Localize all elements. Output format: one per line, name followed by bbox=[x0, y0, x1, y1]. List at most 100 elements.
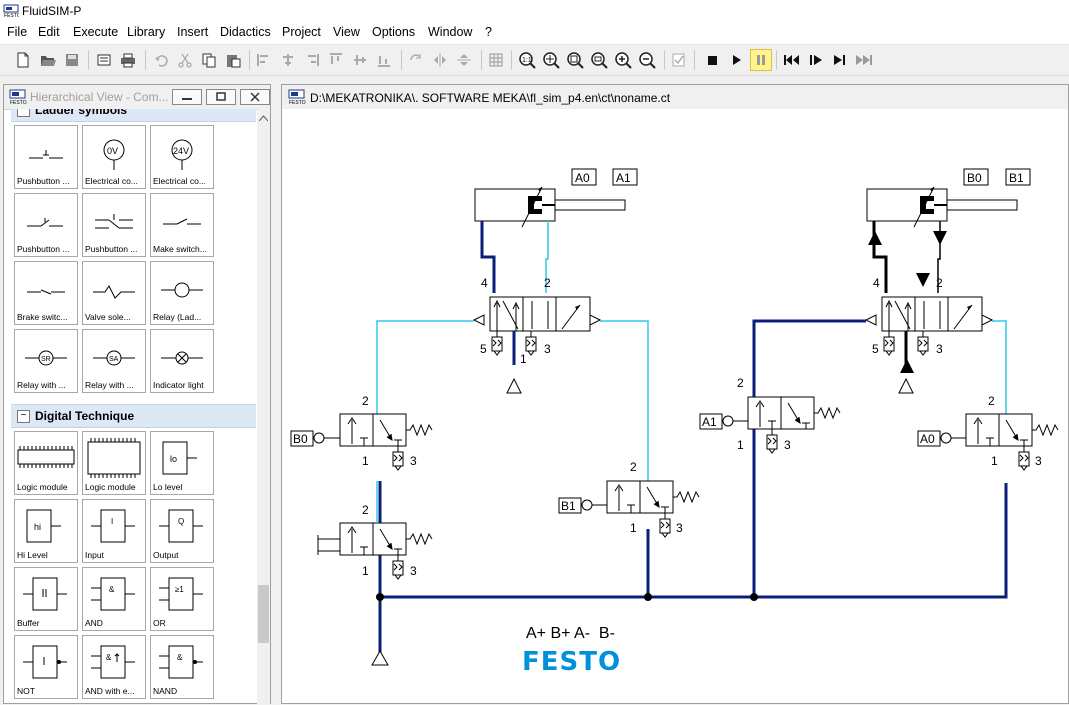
tile-pushbutton-3[interactable]: Pushbutton ... bbox=[82, 193, 146, 257]
cylinder-a[interactable] bbox=[474, 186, 626, 228]
align-center-icon[interactable] bbox=[277, 49, 299, 71]
roller-valve-a0[interactable] bbox=[965, 413, 1059, 447]
tile-and-with-edge[interactable]: & AND with e... bbox=[82, 635, 146, 699]
start-pushbutton-valve[interactable] bbox=[339, 522, 433, 556]
grid-icon[interactable] bbox=[485, 49, 507, 71]
tile-not[interactable]: NOT bbox=[14, 635, 78, 699]
sensor-label-a1-valve[interactable]: A1 bbox=[699, 413, 723, 430]
menu-didactics[interactable]: Didactics bbox=[220, 25, 271, 39]
zoom-actual-icon[interactable]: 1:1 bbox=[516, 49, 538, 71]
tile-pushbutton-1[interactable]: Pushbutton ... bbox=[14, 125, 78, 189]
group-digital-technique[interactable]: − Digital Technique bbox=[11, 404, 256, 428]
tile-logic-module-1[interactable]: Logic module bbox=[14, 431, 78, 495]
tile-valve-solenoid[interactable]: Valve sole... bbox=[82, 261, 146, 325]
svg-text:Q: Q bbox=[178, 517, 184, 526]
roller-valve-b0[interactable] bbox=[339, 413, 433, 447]
tile-logic-module-2[interactable]: Logic module bbox=[82, 431, 146, 495]
sensor-label-a0-valve[interactable]: A0 bbox=[917, 430, 941, 447]
align-right-icon[interactable] bbox=[301, 49, 323, 71]
paste-icon[interactable] bbox=[222, 49, 244, 71]
new-file-icon[interactable] bbox=[12, 49, 34, 71]
tile-input[interactable]: I Input bbox=[82, 499, 146, 563]
mirror-vertical-icon[interactable] bbox=[453, 49, 475, 71]
align-top-icon[interactable] bbox=[325, 49, 347, 71]
zoom-fit-icon[interactable] bbox=[540, 49, 562, 71]
close-button[interactable] bbox=[240, 89, 270, 105]
tile-output[interactable]: Q Output bbox=[150, 499, 214, 563]
roller-valve-a1[interactable] bbox=[747, 396, 841, 430]
menu-insert[interactable]: Insert bbox=[177, 25, 209, 39]
collapse-icon[interactable]: − bbox=[17, 410, 30, 423]
sensor-label-a1[interactable]: A1 bbox=[612, 168, 638, 186]
single-step-icon[interactable] bbox=[805, 49, 827, 71]
sensor-label-a0[interactable]: A0 bbox=[571, 168, 597, 186]
sensor-label-b0-valve[interactable]: B0 bbox=[290, 430, 314, 447]
reset-icon[interactable] bbox=[781, 49, 803, 71]
tile-brake-switch[interactable]: Brake switc... bbox=[14, 261, 78, 325]
zoom-previous-icon[interactable] bbox=[588, 49, 610, 71]
tile-pushbutton-2[interactable]: Pushbutton ... bbox=[14, 193, 78, 257]
menu-execute[interactable]: Execute bbox=[73, 25, 119, 39]
undo-icon[interactable] bbox=[150, 49, 172, 71]
align-left-icon[interactable] bbox=[253, 49, 275, 71]
zoom-window-icon[interactable] bbox=[564, 49, 586, 71]
tile-relay-sa[interactable]: SA Relay with ... bbox=[82, 329, 146, 393]
flow-arrow-icon bbox=[868, 231, 947, 245]
svg-text:2: 2 bbox=[630, 460, 637, 474]
collapse-icon[interactable]: − bbox=[17, 109, 30, 117]
zoom-in-icon[interactable] bbox=[612, 49, 634, 71]
tile-make-switch[interactable]: Make switch... bbox=[150, 193, 214, 257]
tile-relay-sr[interactable]: SR Relay with ... bbox=[14, 329, 78, 393]
menu-window[interactable]: Window bbox=[428, 25, 473, 39]
restore-button[interactable] bbox=[206, 89, 236, 105]
scroll-up-icon[interactable] bbox=[259, 115, 268, 121]
menu-help[interactable]: ? bbox=[485, 25, 492, 39]
save-icon[interactable] bbox=[61, 49, 83, 71]
tile-and[interactable]: & AND bbox=[82, 567, 146, 631]
zoom-out-icon[interactable] bbox=[636, 49, 658, 71]
tile-nand[interactable]: & NAND bbox=[150, 635, 214, 699]
fast-forward-icon[interactable] bbox=[853, 49, 875, 71]
stop-icon[interactable] bbox=[701, 49, 723, 71]
minimize-button[interactable] bbox=[172, 89, 202, 105]
tile-indicator-light[interactable]: Indicator light bbox=[150, 329, 214, 393]
tile-relay-ladder[interactable]: Relay (Lad... bbox=[150, 261, 214, 325]
menu-library[interactable]: Library bbox=[127, 25, 166, 39]
cylinder-b[interactable] bbox=[866, 186, 1018, 228]
pneumatic-circuit-canvas[interactable]: A0 A1 4 2 5 3 1 bbox=[290, 109, 1068, 703]
rotate-icon[interactable] bbox=[405, 49, 427, 71]
menu-options[interactable]: Options bbox=[372, 25, 416, 39]
menu-project[interactable]: Project bbox=[282, 25, 321, 39]
buffer-icon bbox=[23, 577, 67, 611]
copy-icon[interactable] bbox=[198, 49, 220, 71]
cut-icon[interactable] bbox=[174, 49, 196, 71]
menu-file[interactable]: File bbox=[7, 25, 28, 39]
properties-icon[interactable] bbox=[93, 49, 115, 71]
main-valve-b[interactable] bbox=[864, 296, 994, 332]
tile-hi-level[interactable]: hi Hi Level bbox=[14, 499, 78, 563]
roller-valve-b1[interactable] bbox=[606, 480, 700, 514]
print-icon[interactable] bbox=[117, 49, 139, 71]
sensor-label-b1[interactable]: B1 bbox=[1005, 168, 1031, 186]
menu-view[interactable]: View bbox=[333, 25, 360, 39]
check-drawing-icon[interactable] bbox=[668, 49, 690, 71]
mirror-horizontal-icon[interactable] bbox=[429, 49, 451, 71]
step-to-end-icon[interactable] bbox=[829, 49, 851, 71]
main-valve-a[interactable] bbox=[472, 296, 602, 332]
group-ladder-symbols[interactable]: − Ladder symbols bbox=[11, 109, 256, 122]
menu-edit[interactable]: Edit bbox=[38, 25, 60, 39]
tile-electrical-connection-0v[interactable]: 0V Electrical co... bbox=[82, 125, 146, 189]
tile-electrical-connection-24v[interactable]: 24V Electrical co... bbox=[150, 125, 214, 189]
open-folder-icon[interactable] bbox=[37, 49, 59, 71]
tile-or[interactable]: ≥1 OR bbox=[150, 567, 214, 631]
scrollbar-thumb[interactable] bbox=[258, 585, 269, 643]
sensor-label-b1-valve[interactable]: B1 bbox=[558, 497, 582, 514]
align-bottom-icon[interactable] bbox=[373, 49, 395, 71]
play-icon[interactable] bbox=[725, 49, 747, 71]
tile-lo-level[interactable]: lo Lo level bbox=[150, 431, 214, 495]
sensor-label-b0[interactable]: B0 bbox=[963, 168, 989, 186]
pause-icon[interactable] bbox=[750, 49, 772, 71]
tile-buffer[interactable]: Buffer bbox=[14, 567, 78, 631]
align-middle-icon[interactable] bbox=[349, 49, 371, 71]
library-scrollbar[interactable] bbox=[257, 109, 270, 705]
